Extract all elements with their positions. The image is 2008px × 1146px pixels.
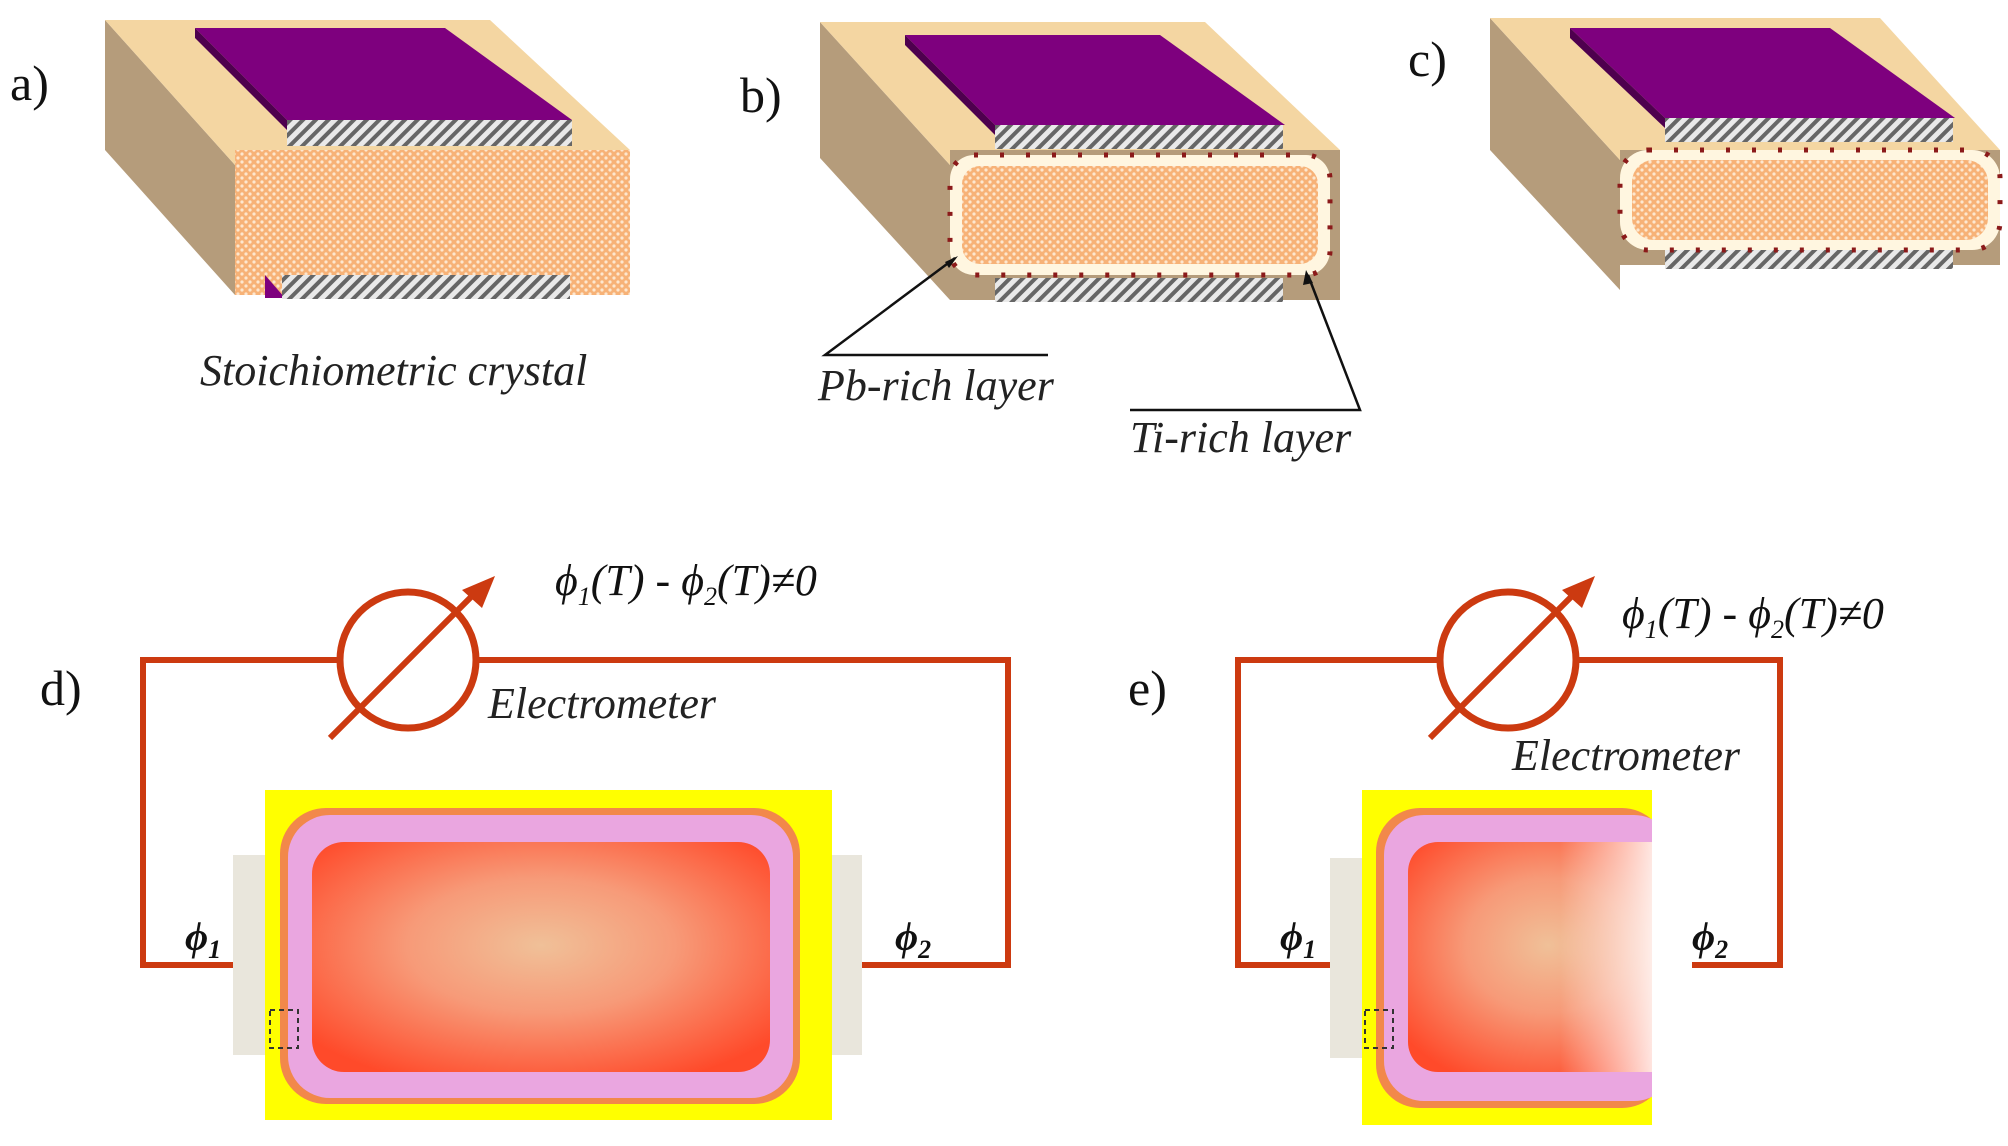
phi1-label-e: ϕ1 (1280, 914, 1316, 964)
panel-label-e: e) (1128, 660, 1167, 716)
panel-label-a: a) (10, 55, 49, 111)
top-electrode-b (905, 35, 1285, 149)
left-contact-e (1330, 858, 1362, 1058)
phi1-label-d: ϕ1 (185, 914, 221, 964)
crystal-core-c (1632, 160, 1988, 240)
electrometer-d (327, 576, 495, 741)
top-electrode-a (195, 28, 572, 146)
pb-rich-layer-label: Pb-rich layer (817, 361, 1055, 410)
ti-rich-layer-label: Ti-rich layer (1130, 413, 1352, 462)
phi2-label-d: ϕ2 (895, 914, 931, 964)
bottom-electrode-b (995, 278, 1283, 302)
right-contact-d (832, 855, 862, 1055)
crystal-core-b (962, 166, 1318, 264)
panel-b: b) Pb-rich layer Ti-rich layer (740, 22, 1362, 462)
phi2-label-e: ϕ2 (1692, 914, 1728, 964)
panel-c: c) (1408, 18, 2003, 290)
panel-label-b: b) (740, 67, 782, 123)
panel-a: a) Stoichiometric crystal (10, 20, 630, 395)
electrometer-label-d: Electrometer (487, 679, 717, 728)
pointer-arrows-b (821, 256, 1362, 412)
formula-e: ϕ1(T) - ϕ2(T)≠0 (1622, 589, 1884, 644)
crystal-core (235, 150, 630, 295)
cut-crystal-e (1362, 790, 1692, 1130)
panel-e: e) ϕ1(T) - ϕ2(T)≠0 Electrometer ϕ1 ϕ2 (1128, 576, 1884, 1130)
panel-label-d: d) (40, 660, 82, 716)
caption-stoichiometric: Stoichiometric crystal (200, 346, 587, 395)
bottom-electrode-a (265, 275, 570, 299)
panel-d: d) ϕ1(T) - ϕ2(T)≠0 Electrometer ϕ1 ϕ2 (40, 556, 1011, 1120)
circuit-wire-e (1235, 657, 1783, 968)
panel-label-c: c) (1408, 31, 1447, 87)
electrometer-label-e: Electrometer (1511, 731, 1741, 780)
detail-box-d (269, 1009, 299, 1049)
formula-d: ϕ1(T) - ϕ2(T)≠0 (555, 556, 817, 611)
detail-box-e (1364, 1009, 1394, 1049)
charge-marks-b (947, 152, 1333, 278)
circuit-wire-d (140, 657, 1011, 968)
electrometer-e (1427, 576, 1595, 741)
left-contact-d (233, 855, 265, 1055)
top-electrode-c (1570, 28, 1955, 142)
hot-core-d (312, 842, 770, 1072)
